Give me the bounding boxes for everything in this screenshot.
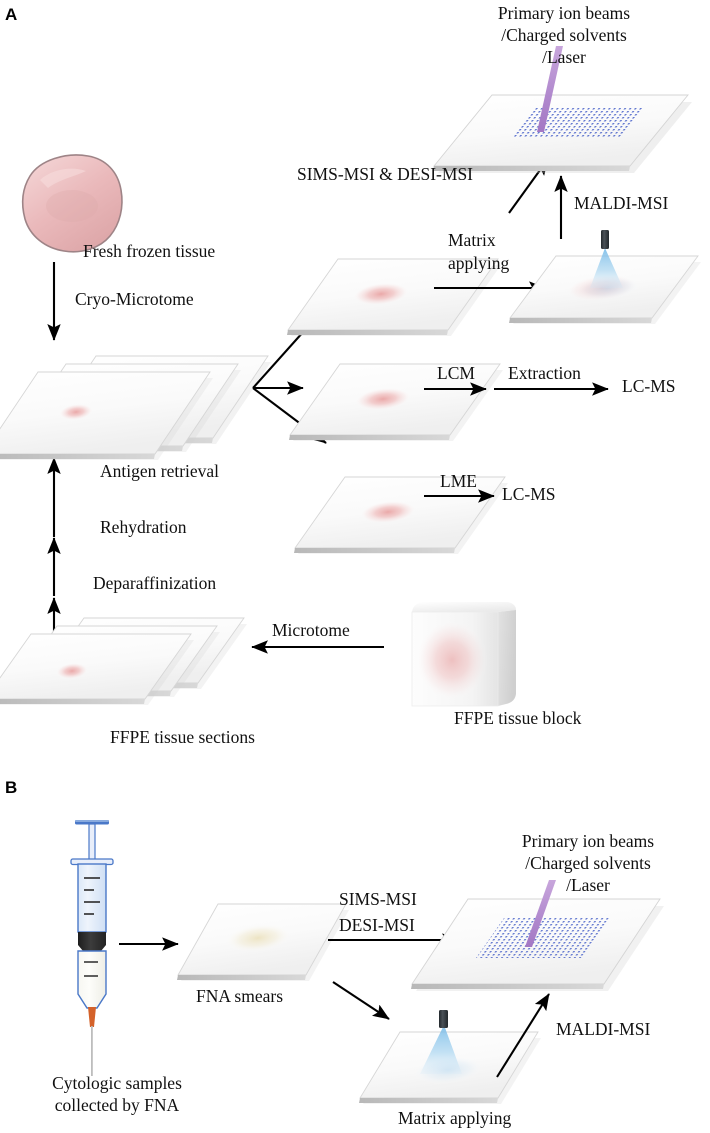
panel-letter-a: A — [5, 5, 18, 24]
label-microtome: Microtome — [272, 620, 350, 640]
label-extraction: Extraction — [508, 363, 581, 383]
label-matrix-applying-b: Matrix applying — [398, 1108, 512, 1128]
slide-matrix-applying-a — [509, 230, 701, 324]
label-beam-source-b-line3: /Laser — [566, 875, 610, 895]
arrow-branch-down — [252, 387, 327, 444]
ffpe-block-icon — [411, 602, 516, 707]
label-lc-ms-bottom: LC-MS — [502, 484, 556, 504]
slide-msi-target-b — [411, 880, 664, 991]
msi-raster-grid-icon-b — [475, 918, 610, 958]
label-cytologic-samples-line2: collected by FNA — [54, 1095, 180, 1115]
label-sims-msi-b: SIMS-MSI — [339, 889, 417, 909]
label-beam-source-a-line2: /Charged solvents — [501, 25, 627, 45]
label-beam-source-a-line1: Primary ion beams — [497, 3, 631, 23]
matrix-sprayer-icon-b — [439, 1010, 448, 1028]
label-fna-smears: FNA smears — [196, 986, 284, 1006]
label-lme: LME — [440, 471, 477, 491]
panel-letter-b: B — [5, 778, 18, 797]
label-desi-msi-b: DESI-MSI — [339, 915, 415, 935]
label-antigen-retrieval: Antigen retrieval — [100, 461, 220, 481]
label-beam-source-a-line3: /Laser — [542, 47, 586, 67]
slide-matrix-applying-b — [359, 1010, 541, 1104]
label-matrix-applying-a-line1: Matrix — [448, 230, 496, 250]
matrix-spray-cone-icon — [590, 248, 623, 288]
matrix-sprayer-icon — [601, 230, 609, 249]
cryosection-slide-stack — [0, 355, 271, 460]
label-beam-source-b-line1: Primary ion beams — [521, 831, 655, 851]
arrow-sims-desi-a — [508, 158, 549, 214]
label-maldi-msi-a: MALDI-MSI — [574, 193, 669, 213]
label-sims-desi-msi-a: SIMS-MSI & DESI-MSI — [297, 164, 473, 184]
label-matrix-applying-a-line2: applying — [448, 253, 510, 273]
label-cytologic-samples-line1: Cytologic samples — [52, 1073, 182, 1093]
label-fresh-frozen-tissue: Fresh frozen tissue — [83, 241, 216, 261]
label-rehydration: Rehydration — [100, 517, 187, 537]
label-ffpe-tissue-block: FFPE tissue block — [454, 708, 582, 728]
label-deparaffinization: Deparaffinization — [93, 573, 217, 593]
label-lc-ms-top: LC-MS — [622, 376, 676, 396]
arrow-maldi-b — [496, 993, 550, 1078]
arrow-smear-to-matrix-b — [332, 981, 390, 1020]
matrix-spray-cone-icon-b — [420, 1025, 462, 1074]
msi-raster-grid-icon — [511, 108, 645, 138]
fna-syringe-icon — [70, 820, 114, 1076]
label-lcm: LCM — [437, 363, 475, 383]
slide-fna-smear — [177, 903, 349, 981]
arrow-branch-up — [252, 311, 322, 389]
ffpe-section-slide-stack — [0, 617, 247, 705]
label-beam-source-b-line2: /Charged solvents — [525, 853, 651, 873]
label-maldi-msi-b: MALDI-MSI — [556, 1019, 651, 1039]
label-cryo-microtome: Cryo-Microtome — [75, 289, 194, 309]
label-ffpe-tissue-sections: FFPE tissue sections — [110, 727, 255, 747]
tissue-blob-icon — [21, 154, 123, 253]
